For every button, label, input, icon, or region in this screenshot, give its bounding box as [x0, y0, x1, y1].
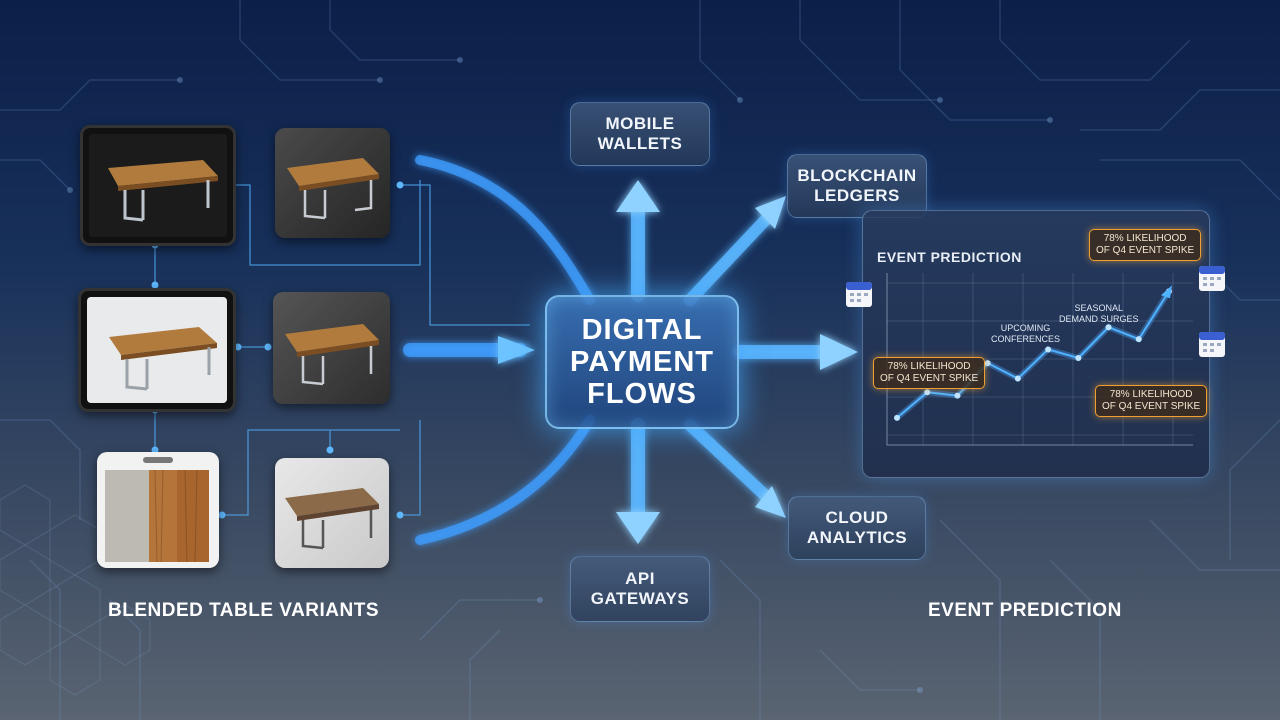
api-gateways-line1: API: [625, 569, 655, 588]
callout-left: 78% LIKELIHOOD OF Q4 EVENT SPIKE: [873, 357, 986, 389]
event-prediction-panel: EVENT PREDICTION UPCOMING CONFERENCES SE…: [862, 210, 1210, 478]
table-thumb-1: [275, 128, 390, 238]
mobile-wallets-line1: MOBILE: [605, 114, 675, 133]
data-point: [894, 414, 900, 421]
calendar-icon: [846, 282, 872, 307]
table-image: [285, 324, 379, 386]
data-point: [1075, 355, 1082, 361]
cloud-analytics-line1: CLOUD: [825, 508, 889, 527]
data-point: [1105, 324, 1112, 331]
callout-top: 78% LIKELIHOOD OF Q4 EVENT SPIKE: [1089, 229, 1202, 261]
digital-payment-flows-node: DIGITAL PAYMENT FLOWS: [545, 295, 739, 429]
center-label-line1: DIGITAL: [581, 314, 703, 346]
tablet-thumb-2: [78, 288, 236, 412]
data-point: [1045, 346, 1052, 353]
calendar-icon: [1199, 332, 1225, 357]
blockchain-ledgers-node: BLOCKCHAIN LEDGERS: [787, 154, 927, 218]
data-point: [954, 392, 961, 399]
callout-right: 78% LIKELIHOOD OF Q4 EVENT SPIKE: [1095, 385, 1208, 417]
left-caption: BLENDED TABLE VARIANTS: [108, 600, 380, 621]
tablet-thumb-1: [80, 125, 236, 246]
table-image: [87, 297, 227, 403]
blockchain-ledgers-line1: BLOCKCHAIN: [797, 166, 917, 185]
blockchain-ledgers-line2: LEDGERS: [814, 186, 900, 205]
data-point: [924, 389, 931, 396]
api-gateways-line2: GATEWAYS: [590, 589, 690, 608]
mobile-wallets-node: MOBILE WALLETS: [570, 102, 710, 166]
material-swatch-card: [97, 452, 219, 568]
center-label-line3: FLOWS: [587, 378, 697, 410]
right-caption: EVENT PREDICTION: [928, 600, 1122, 621]
table-thumb-3: [275, 458, 389, 568]
fabric-wood-swatch: [105, 457, 209, 563]
series-line: [896, 290, 1170, 419]
api-gateways-node: API GATEWAYS: [570, 556, 710, 622]
center-label-line2: PAYMENT: [570, 346, 714, 378]
annot-seasonal-demand: SEASONAL DEMAND SURGES: [1059, 303, 1139, 324]
table-thumb-2: [273, 292, 390, 404]
data-point: [984, 360, 991, 367]
data-point: [1135, 336, 1142, 343]
annot-upcoming-conferences: UPCOMING CONFERENCES: [991, 323, 1061, 344]
cloud-analytics-line2: ANALYTICS: [806, 528, 908, 547]
table-image: [89, 134, 227, 237]
table-image: [287, 158, 379, 220]
cloud-analytics-node: CLOUD ANALYTICS: [788, 496, 926, 560]
mobile-wallets-line2: WALLETS: [597, 134, 683, 153]
trend-arrowhead: [1161, 285, 1172, 299]
table-image: [285, 488, 379, 550]
data-point: [1014, 375, 1021, 382]
calendar-icon: [1199, 266, 1225, 291]
chart-title: EVENT PREDICTION: [877, 249, 1022, 265]
